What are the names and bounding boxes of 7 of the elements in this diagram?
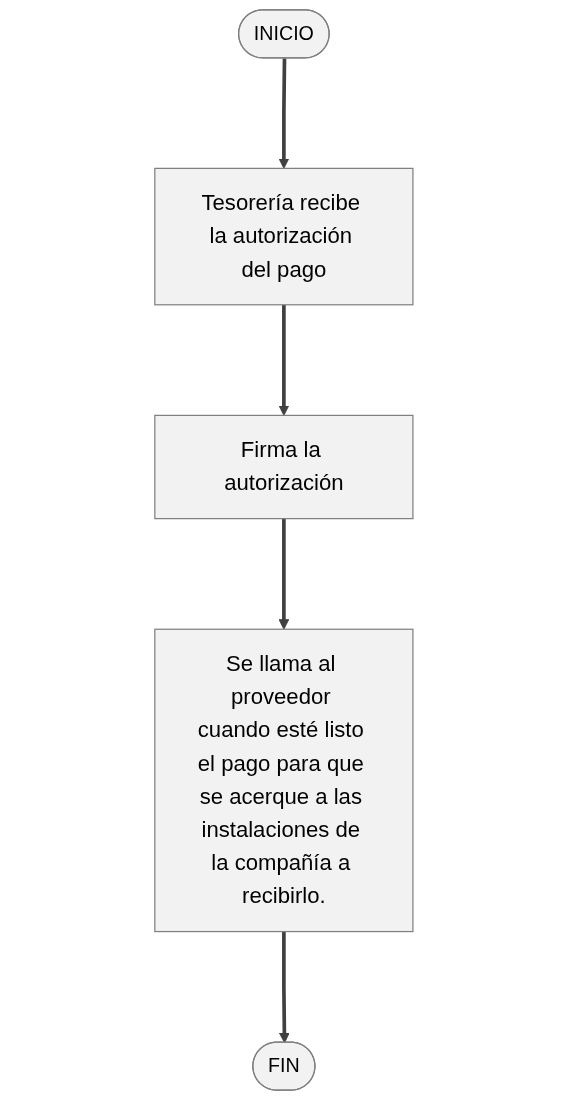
node-box: Firma la autorización (153, 414, 414, 520)
node-box: Tesorería recibe la autorización del pago (153, 167, 414, 306)
arrow (278, 304, 289, 416)
node-box: Se llama al proveedor cuando esté listo el pago para que se acerque a las instalaciones de la compañía a recibirlo. (153, 628, 414, 933)
arrow (278, 58, 289, 169)
arrow (278, 518, 289, 630)
arrow (278, 931, 290, 1044)
